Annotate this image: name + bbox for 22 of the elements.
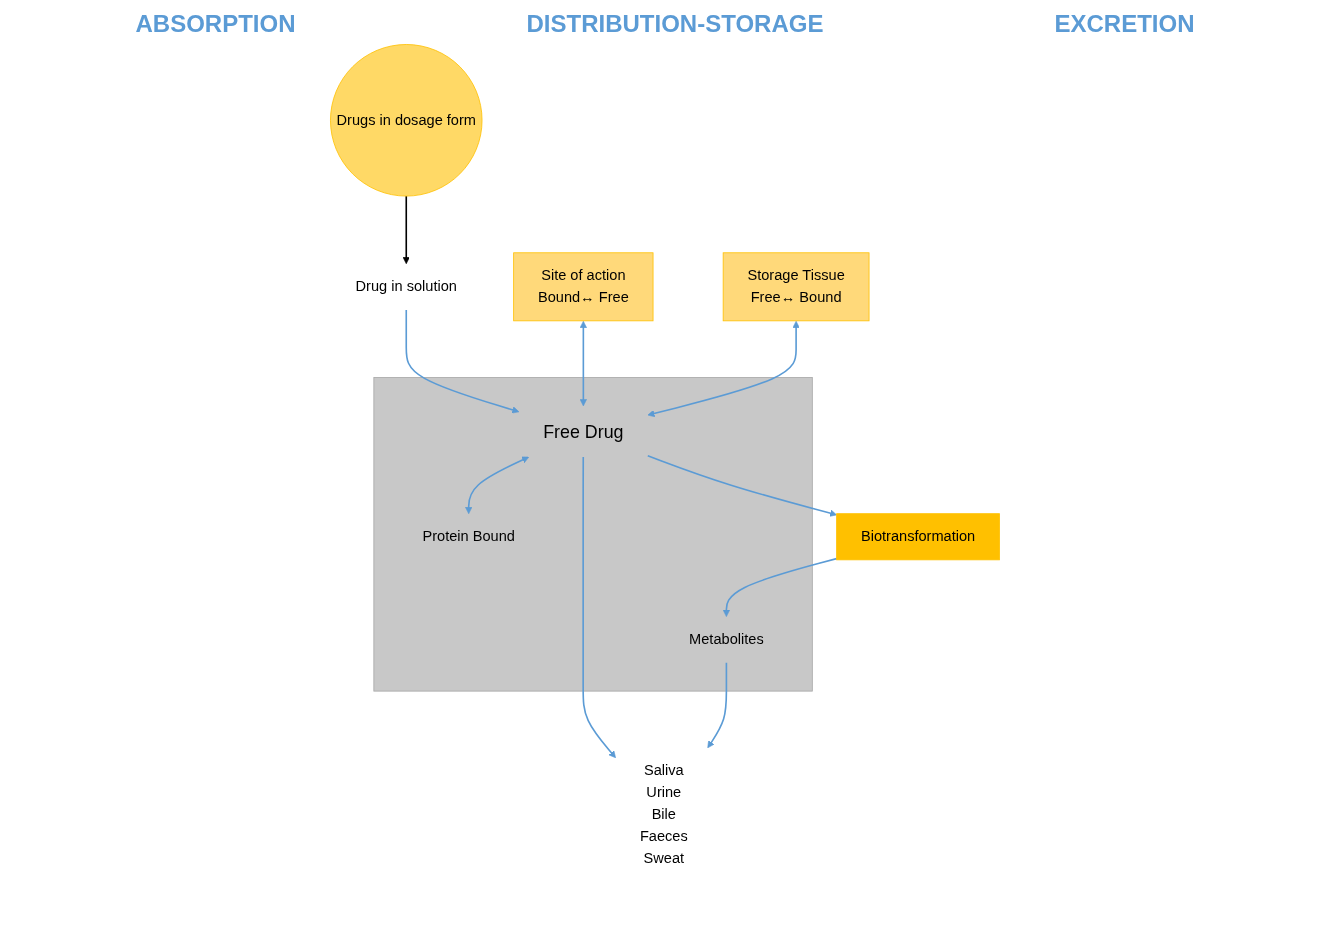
phase-heading: DISTRIBUTION-STORAGE	[526, 10, 824, 38]
cluster	[373, 377, 813, 692]
node-circle: Drugs in dosage form	[330, 44, 483, 197]
node-text: Saliva Urine Bile Faeces Sweat	[639, 762, 688, 867]
arrow	[647, 320, 800, 417]
arrow	[405, 309, 520, 414]
node-box: Biotransformation	[836, 513, 1000, 561]
arrow	[646, 454, 837, 517]
arrow	[707, 661, 728, 749]
phase-heading: EXCRETION	[1054, 10, 1195, 38]
arrow	[582, 456, 616, 759]
node-text: Free Drug	[543, 421, 624, 442]
arrow	[722, 557, 838, 617]
arrow	[465, 456, 530, 514]
node-text: Drug in solution	[355, 278, 457, 295]
arrow	[579, 320, 587, 407]
node-text: Protein Bound	[422, 528, 515, 545]
arrow	[402, 195, 410, 265]
node-box: Site of action Bound↔ Free	[513, 252, 654, 322]
node-box: Storage Tissue Free↔ Bound	[722, 252, 870, 322]
phase-heading: ABSORPTION	[135, 10, 296, 38]
node-text: Metabolites	[689, 631, 764, 648]
